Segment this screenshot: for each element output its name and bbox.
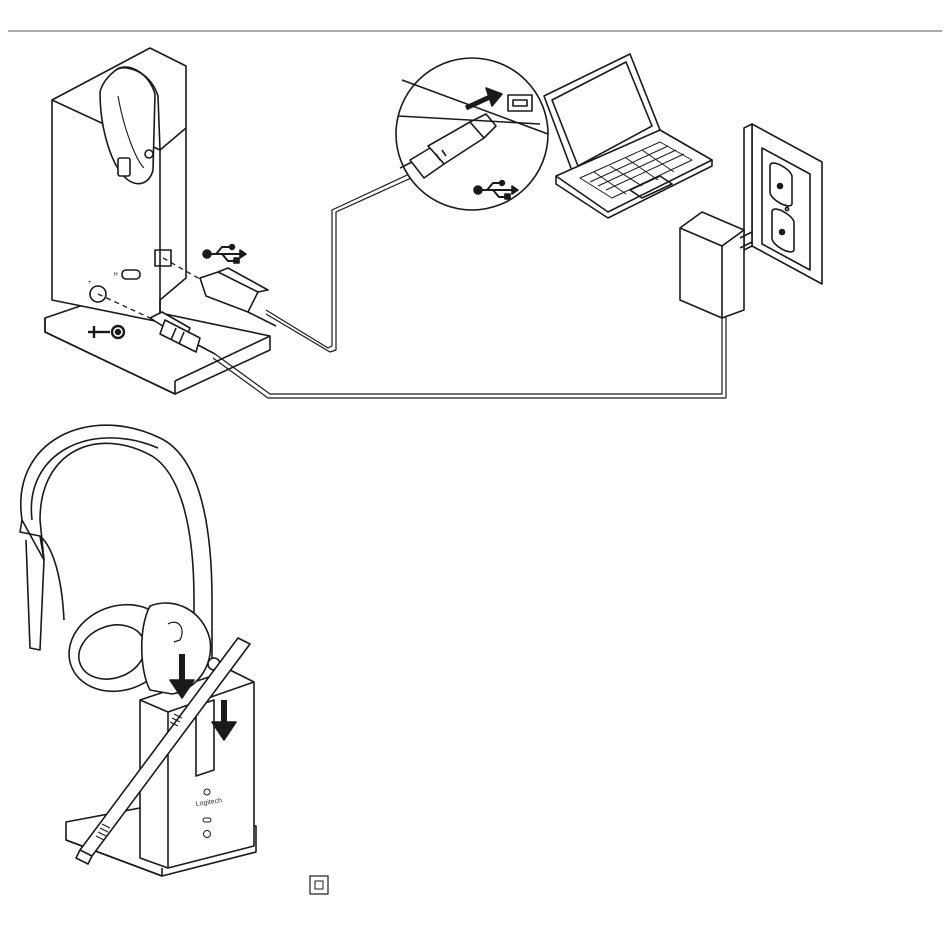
headset — [20, 425, 220, 705]
usb-cable — [266, 170, 420, 352]
headset-diagram: Logitech — [20, 425, 256, 876]
charging-base-top: + H — [45, 48, 270, 394]
svg-text:H: H — [114, 272, 118, 278]
usb-detail-magnifier — [396, 58, 548, 210]
power-adapter — [680, 212, 752, 318]
square-marker-icon — [310, 876, 328, 894]
svg-text:+: + — [88, 280, 92, 286]
laptop — [544, 54, 712, 218]
wall-outlet — [744, 124, 822, 284]
usb-plug-base — [200, 268, 276, 326]
connection-diagram: + H — [45, 48, 822, 398]
power-cable — [213, 315, 726, 398]
usb-icon — [203, 245, 246, 263]
